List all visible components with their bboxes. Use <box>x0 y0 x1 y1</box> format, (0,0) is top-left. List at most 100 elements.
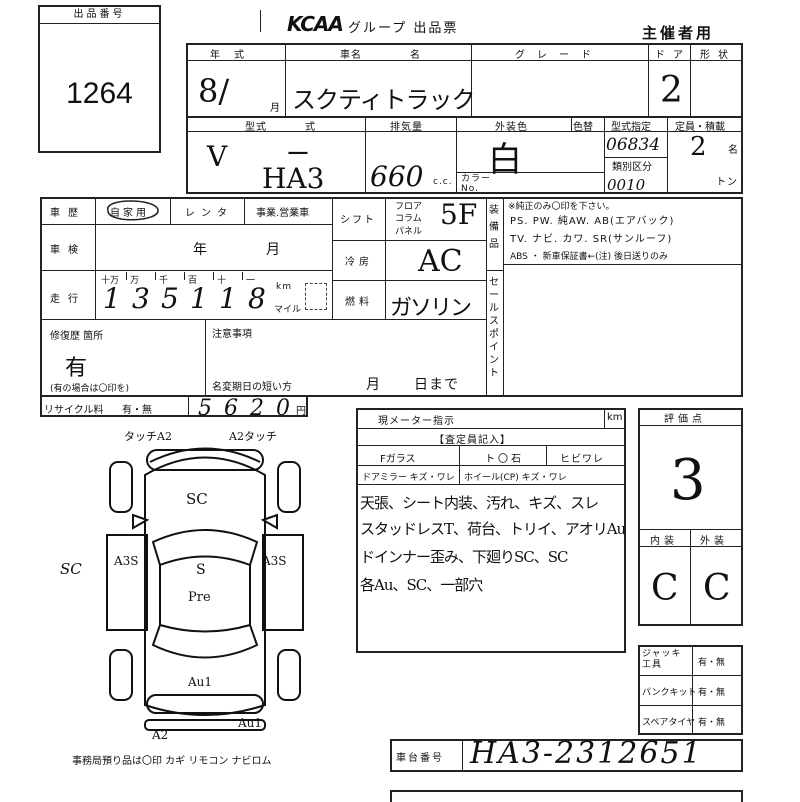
diagram-note-sc-hood: SC <box>186 490 208 508</box>
equipment-note: ※純正のみ〇印を下さい。 <box>508 202 615 212</box>
recycle-unit: 円 <box>296 406 307 417</box>
month-unit: 月 <box>270 103 281 114</box>
inspector-comment-2: スタッドレスT、荷台、トリイ、アオリAu <box>360 520 626 538</box>
recycle-label: リサイクル料 <box>44 405 104 416</box>
class-label: 類別区分 <box>612 162 652 173</box>
color-label: 外装色 <box>495 122 528 133</box>
recycle-value: 5620 <box>198 396 302 421</box>
chassis-label: 車台番号 <box>396 753 444 764</box>
mileage-unit-mile: マイル <box>274 305 302 315</box>
model-label: 型式 <box>245 122 267 133</box>
inspection-month: 月 <box>266 242 281 258</box>
shift-label: シフト <box>340 215 376 226</box>
mileage-digit-label: 百 <box>188 276 198 286</box>
capacity-value: 2 <box>690 132 707 162</box>
diagram-note-pre: Pre <box>188 590 211 605</box>
displacement-value: 660 <box>370 160 424 193</box>
model-value-1: V <box>207 140 228 173</box>
inspection-label: 車検 <box>50 245 86 256</box>
year-label: 年式 <box>210 50 258 61</box>
shift-option-column[interactable]: コラム <box>395 214 422 224</box>
inspector-stone: ト〇石 <box>485 454 524 465</box>
history-rental[interactable]: レンタ <box>185 208 233 219</box>
diagram-note-sc-left: SC <box>60 560 82 578</box>
shape-label: 形状 <box>700 50 736 61</box>
type-value: 06834 <box>606 135 661 155</box>
person-unit: 名 <box>728 145 739 156</box>
bottom-box-edge <box>390 790 743 802</box>
inspection-year: 年 <box>193 242 208 258</box>
notes-day: 日まで <box>414 377 459 393</box>
grade-label: グレード <box>515 50 603 61</box>
diagram-note-au1-corner: Au1 <box>238 716 263 730</box>
history-private[interactable]: 自家用 <box>110 208 149 219</box>
shift-value: 5F <box>440 198 478 231</box>
history-label: 車歴 <box>50 208 86 219</box>
inspector-glass: Fガラス <box>380 454 416 465</box>
lot-box: 出品番号 1264 <box>38 5 161 153</box>
jack-label: ジャッキ工具 <box>642 649 682 670</box>
mileage-digit: 3 <box>132 282 150 315</box>
diagram-note-touch-left: タッチA2 <box>124 430 172 443</box>
diagram-note-a3s-right: A3S <box>262 554 287 568</box>
inspector-comment-1: 天張、シート内装、汚れ、キズ、スレ <box>360 494 599 512</box>
shift-option-panel[interactable]: パネル <box>395 227 423 237</box>
inspector-mirror: ドアミラー キズ・ワレ <box>362 473 455 483</box>
notes-month: 月 <box>366 377 381 393</box>
history-business[interactable]: 事業.営業車 <box>256 208 310 219</box>
chassis-value: HA3-2312651 <box>470 736 703 771</box>
recycle-row <box>40 397 308 417</box>
class-value: 0010 <box>607 176 646 194</box>
fuel-value: ガソリン <box>390 296 472 321</box>
accessories-box <box>638 645 743 735</box>
repair-label: 修復歴 箇所 <box>50 331 104 342</box>
lot-number: 1264 <box>66 77 133 110</box>
capacity-label: 定員・積載 <box>675 122 725 133</box>
mileage-digit: 1 <box>103 282 121 315</box>
exterior-label: 外装 <box>700 536 728 547</box>
diagram-note-a3s-left: A3S <box>114 554 139 568</box>
evaluation-score: 3 <box>670 448 706 513</box>
notes-label: 注意事項 <box>212 329 252 340</box>
shift-option-floor[interactable]: フロア <box>395 202 423 212</box>
puncture-kit-yes-no[interactable]: 有・無 <box>698 688 726 698</box>
vehicle-info-grid <box>186 43 743 194</box>
office-note: 事務局預り品は〇印 カギ リモコン ナビロム <box>72 756 272 767</box>
equipment-line-1: PS. PW. 純AW. AB(エアバック) <box>510 216 675 227</box>
mileage-digit: 5 <box>161 282 179 315</box>
color-change-label: 色替 <box>573 122 593 133</box>
meter-unit: km <box>607 412 623 423</box>
model-value-3: HA3 <box>262 162 325 195</box>
mileage-digit: 8 <box>248 282 266 315</box>
header-title: グループ 出品票 <box>348 21 459 36</box>
recycle-options[interactable]: 有・無 <box>122 405 152 416</box>
year-value: 8/ <box>198 72 230 110</box>
sales-point-label: セールスポイント <box>489 277 500 379</box>
jack-yes-no[interactable]: 有・無 <box>698 658 726 668</box>
mileage-digit: 1 <box>190 282 208 315</box>
header-logo: KCAA <box>287 12 344 36</box>
repair-value: 有 <box>65 356 88 381</box>
mileage-digit: 1 <box>219 282 237 315</box>
equipment-line-3: ABS ・ 新車保証書←(注) 後日送りのみ <box>510 252 669 262</box>
spare-tire-yes-no[interactable]: 有・無 <box>698 718 726 728</box>
diagram-note-a2-rear: A2 <box>152 728 169 742</box>
aircon-label: 冷房 <box>345 257 373 268</box>
interior-label: 内装 <box>650 536 678 547</box>
inspector-comment-4: 各Au、SC、一部穴 <box>360 576 483 594</box>
mileage-digit-label: 千 <box>159 276 169 286</box>
door-value: 2 <box>660 70 683 111</box>
aircon-value: AC <box>418 244 463 279</box>
ton-unit: トン <box>716 177 738 188</box>
history-private-circle <box>107 200 159 221</box>
notes-name-change: 名変期日の短い方 <box>212 382 292 393</box>
inspector-label: 【査定員記入】 <box>434 435 511 446</box>
mileage-mile-checkbox[interactable] <box>305 283 327 310</box>
meter-label: 現メーター指示 <box>378 416 455 427</box>
diagram-note-touch-right: A2タッチ <box>229 430 277 443</box>
color-value: 白 <box>488 140 522 180</box>
mileage-digit-label: 十万 <box>101 276 120 286</box>
mileage-unit-km: km <box>276 282 292 292</box>
displacement-label: 排気量 <box>390 122 423 133</box>
chassis-box <box>390 739 743 772</box>
